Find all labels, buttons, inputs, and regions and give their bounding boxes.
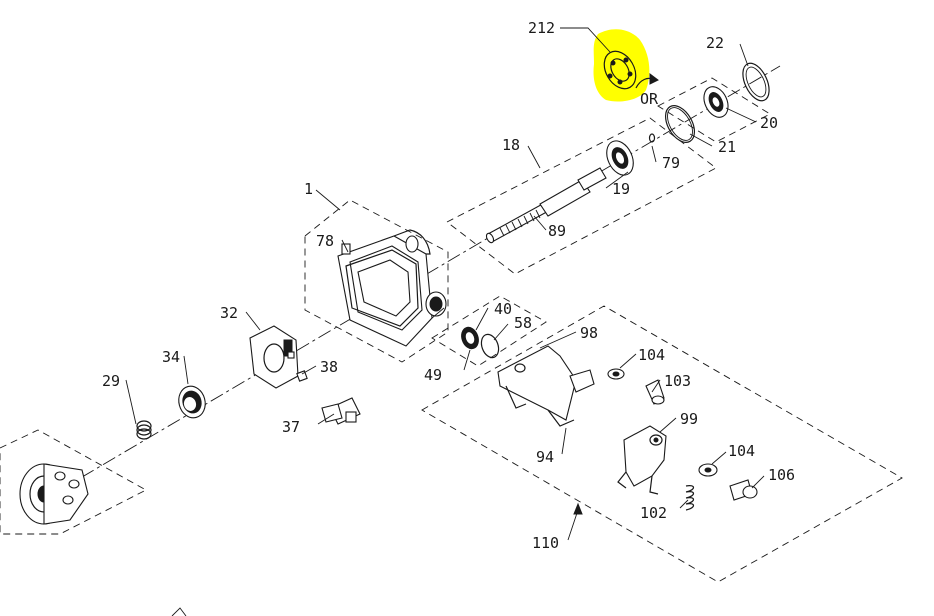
label-38: 38 (320, 358, 338, 376)
part-37-shaft (321, 397, 361, 425)
part-20-bearing (703, 86, 729, 118)
label-29: 29 (102, 372, 120, 390)
part-58-ring (480, 333, 500, 359)
part-21-ring (664, 105, 696, 143)
group-box-housing (304, 199, 449, 363)
part-99-lever (617, 425, 667, 495)
label-58: 58 (514, 314, 532, 332)
group-box-seal (431, 295, 547, 367)
part-pump-barrel (19, 463, 89, 525)
label-78: 78 (316, 232, 334, 250)
part-106-bolt (729, 479, 758, 501)
part-103-screw (645, 379, 665, 405)
label-104-top: 104 (638, 346, 665, 364)
partial-symbol (171, 607, 187, 616)
label-104-bottom: 104 (728, 442, 755, 460)
label-102: 102 (640, 504, 667, 522)
part-32-plate (249, 325, 299, 389)
label-21: 21 (718, 138, 736, 156)
label-99: 99 (680, 410, 698, 428)
label-110: 110 (532, 534, 559, 552)
part-22-snap-ring (742, 62, 770, 102)
label-34: 34 (162, 348, 180, 366)
label-1: 1 (304, 180, 313, 198)
part-89-shaft (485, 167, 607, 244)
highlight-marker (593, 29, 650, 102)
part-79-pin (648, 133, 656, 143)
label-22: 22 (706, 34, 724, 52)
part-34-seal (178, 385, 206, 419)
part-29-spring (136, 420, 152, 440)
label-18: 18 (502, 136, 520, 154)
group-box-shaft-assembly (446, 117, 717, 275)
label-49: 49 (424, 366, 442, 384)
label-19: 19 (612, 180, 630, 198)
label-79: 79 (662, 154, 680, 172)
part-98-bracket (497, 345, 595, 427)
label-212: 212 (528, 19, 555, 37)
part-1-housing (337, 229, 447, 347)
label-98: 98 (580, 324, 598, 342)
label-37: 37 (282, 418, 300, 436)
part-40-seal (461, 326, 479, 350)
part-102-spring (685, 485, 695, 511)
label-40: 40 (494, 300, 512, 318)
label-89: 89 (548, 222, 566, 240)
label-106: 106 (768, 466, 795, 484)
label-103: 103 (664, 372, 691, 390)
part-104-washer-bottom (698, 463, 718, 477)
group-box-bearing-option (657, 77, 771, 143)
label-20: 20 (760, 114, 778, 132)
label-94: 94 (536, 448, 554, 466)
part-104-washer-top (607, 368, 625, 380)
part-19-bearing (606, 140, 634, 176)
group-box-lever-assembly (421, 305, 903, 583)
part-212-bearing (603, 50, 637, 90)
part-38-key (296, 370, 308, 382)
leader-lines (125, 27, 765, 541)
label-32: 32 (220, 304, 238, 322)
label-or: OR (640, 90, 659, 108)
